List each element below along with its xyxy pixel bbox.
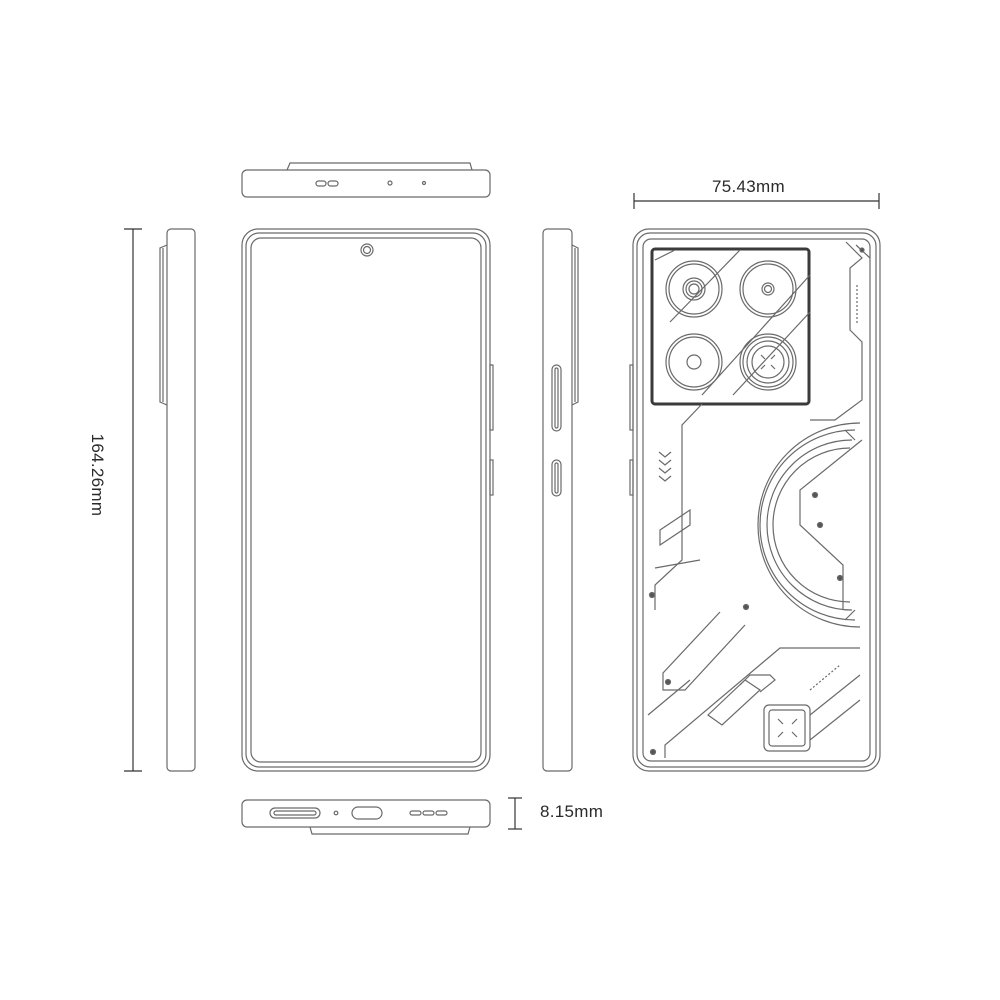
depth-dimension-line (508, 797, 522, 830)
magnetic-ring (742, 422, 861, 628)
width-label: 75.43mm (712, 177, 785, 196)
back-view (629, 228, 881, 772)
height-label: 164.26mm (88, 433, 107, 517)
camera-lens-main (665, 260, 723, 318)
sim-tray (269, 807, 321, 819)
left-side-view (159, 228, 196, 772)
rear-flash (763, 674, 861, 752)
height-dimension-line (124, 228, 142, 772)
power-button (551, 459, 562, 497)
flash-ring (739, 333, 797, 391)
usb-c-port (351, 806, 383, 820)
right-side-view (542, 228, 579, 772)
bottom-edge-view (241, 799, 491, 835)
front-view (241, 228, 494, 772)
top-edge-view (241, 162, 491, 198)
depth-label: 8.15mm (540, 802, 604, 821)
camera-lens-3 (665, 333, 723, 391)
width-dimension-line (633, 193, 880, 209)
camera-lens-2 (739, 260, 797, 318)
volume-button (551, 364, 562, 432)
